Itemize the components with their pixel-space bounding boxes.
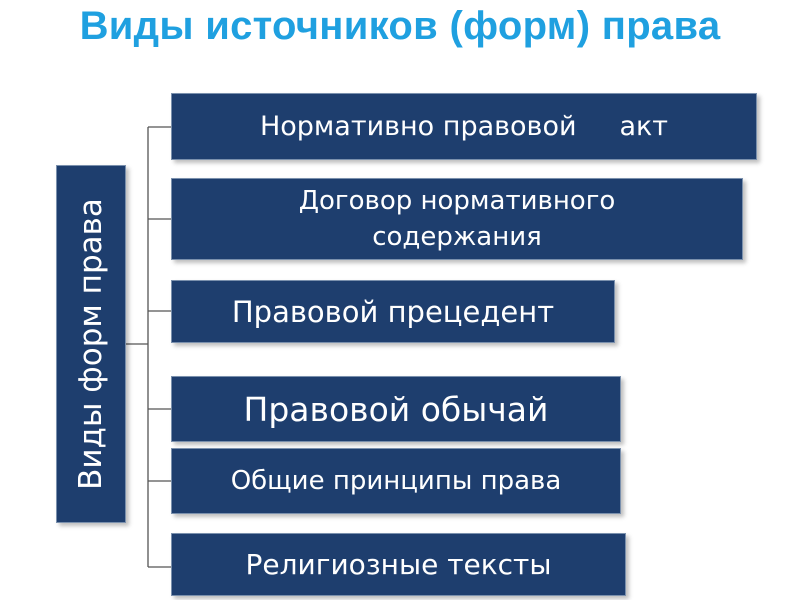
node-normative-act: Нормативно правовой акт bbox=[171, 93, 757, 160]
node-normative-contract: Договор нормативного содержания bbox=[171, 178, 743, 260]
slide-title: Виды источников (форм) права bbox=[79, 4, 721, 48]
node-legal-custom: Правовой обычай bbox=[171, 376, 621, 442]
root-node: Виды форм права bbox=[56, 165, 126, 523]
node-legal-precedent: Правовой прецедент bbox=[171, 280, 615, 343]
node-religious-texts: Религиозные тексты bbox=[171, 533, 626, 596]
node-general-principles: Общие принципы права bbox=[171, 448, 621, 514]
root-node-label: Виды форм права bbox=[73, 198, 109, 490]
